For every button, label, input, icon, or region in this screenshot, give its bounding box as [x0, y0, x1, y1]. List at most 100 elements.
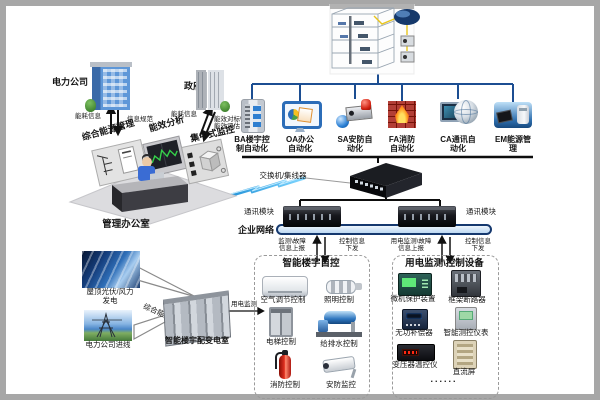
energy-info-label-left: 能耗信息 [75, 113, 101, 120]
server-tower-icon [241, 99, 265, 133]
smart-meter-icon [455, 307, 477, 330]
vent-grille [245, 104, 250, 128]
office-desk [112, 176, 188, 212]
extinguisher-hose [275, 352, 283, 369]
globe-glyph [454, 100, 478, 124]
pump-tank [324, 311, 356, 324]
pump-base [316, 332, 362, 337]
network-switch-icon [350, 163, 422, 198]
system-label-oa: OA办公 自动化 [286, 135, 314, 154]
alarm-bell [361, 99, 371, 110]
globe-monitor-icon [440, 99, 478, 127]
government-label: 政府 [183, 81, 202, 91]
pm-box-title: 用电监测\控制设备 [405, 258, 484, 269]
building-windows [103, 69, 127, 107]
management-office-label: 管理办公室 [102, 219, 150, 230]
monitor-pie-chart-icon [282, 101, 322, 131]
flame-brick-wall-icon [388, 101, 416, 128]
cfl-bulb-icon [326, 280, 362, 294]
dc-panel-icon [453, 340, 477, 369]
chip-glyph [497, 110, 512, 123]
report-sheet-glyph [297, 107, 313, 123]
power-company-label: 电力公司 [51, 77, 88, 87]
utility-line-photo [84, 310, 132, 341]
utility-line-label: 电力公司进线 [85, 340, 131, 349]
blue-drive-bays [253, 105, 261, 127]
report-control-arrows [312, 234, 455, 265]
control-send-label-left: 控制信息 下发 [339, 238, 365, 253]
comm-module-right-icon [398, 206, 456, 227]
elevator-icon [269, 307, 293, 337]
meter-device [517, 105, 529, 124]
pm-more-ellipsis: ...... [430, 374, 458, 384]
enterprise-network-bus [276, 224, 492, 235]
pm-label-meter: 智能测控仪表 [443, 328, 489, 337]
bas-label-security: 安防监控 [326, 380, 356, 389]
camera-lens [323, 363, 329, 369]
floor-devices [338, 16, 372, 64]
flame-glyph [395, 105, 409, 123]
bas-label-elevator: 电梯控制 [266, 337, 296, 346]
bas-label-fire: 消防控制 [270, 380, 300, 389]
pm-label-temp: 变压器温控仪 [392, 360, 438, 369]
metering-label: 用电监测 [231, 301, 257, 308]
bas-label-ac: 空气调节控制 [260, 295, 306, 304]
extinguisher-valve [282, 350, 288, 356]
benchmark-evaluation-label: 能效对标\ 能效评估 [214, 116, 242, 131]
transmission-tower-glyph [92, 312, 122, 338]
protection-relay-icon [398, 273, 432, 296]
bas-label-water: 给排水控制 [320, 339, 358, 348]
comm-module-right-label: 通讯模块 [466, 207, 496, 216]
central-monitoring-panel [181, 138, 230, 185]
system-label-sa: SA安防自 动化 [337, 135, 373, 154]
building-windows [198, 72, 222, 108]
government-building-icon [196, 70, 230, 112]
efficiency-analysis-panel [142, 135, 187, 178]
pie-chart-glyph [288, 109, 299, 120]
solar-wind-label: 屋顶光伏/风力 发电 [86, 287, 134, 305]
solar-wind-photo [82, 251, 140, 288]
system-label-fa: FA消防 自动化 [388, 135, 416, 154]
enterprise-network-label: 企业网络 [237, 225, 274, 235]
control-send-label-right: 控制信息 下发 [465, 238, 491, 253]
system-label-em: EM能源管 理 [495, 135, 531, 154]
energy-info-label-right: 能耗信息 [171, 111, 197, 118]
energy-management-panel [91, 138, 150, 187]
monitor-report-label-right: 用电监测\故障 信息上报 [390, 238, 432, 253]
water-pump-icon [316, 311, 362, 337]
wireless-device-icons [400, 35, 415, 63]
cctv-camera-icon [320, 354, 360, 379]
substation-label: 智能楼宇配变电室 [165, 336, 229, 345]
frame-circuit-breaker-icon [451, 270, 481, 297]
transformer-temp-controller-icon [397, 344, 435, 361]
camera-mount [350, 368, 357, 379]
management-office-illustration [68, 135, 238, 225]
monitor-report-label-left: 监测\故障 信息上报 [278, 238, 306, 253]
air-conditioner-icon [262, 276, 308, 297]
comm-module-left-icon [283, 206, 341, 227]
building-frame [331, 7, 395, 69]
pm-label-dc: 直流屏 [452, 367, 476, 376]
building-wireframe-illustration [329, 4, 420, 75]
reactive-compensator-icon [402, 309, 428, 330]
switch-label-pointer [305, 177, 351, 184]
pm-label-compensator: 无功补偿器 [395, 328, 433, 337]
fire-extinguisher-icon [275, 347, 293, 380]
substation-photo [162, 290, 232, 347]
siren-camera-icon [336, 99, 374, 130]
switch-label: 交换机/集线器 [259, 171, 307, 180]
chip-energy-module-icon [494, 102, 532, 128]
pm-label-breaker: 框架断路器 [448, 295, 486, 304]
extinguisher-body [279, 355, 291, 379]
uplink-lines [373, 15, 408, 51]
laptop-icon [150, 172, 164, 180]
lightning-bolt [223, 176, 306, 199]
pump-pipe [351, 322, 355, 333]
power-company-building-icon [85, 62, 132, 112]
switch-ports [355, 180, 383, 191]
pm-box [392, 255, 499, 399]
bas-label-lighting: 照明控制 [324, 295, 354, 304]
bas-box [254, 255, 370, 399]
pump-motor [318, 320, 328, 332]
info-standard-label: 信息规范 [127, 116, 153, 123]
